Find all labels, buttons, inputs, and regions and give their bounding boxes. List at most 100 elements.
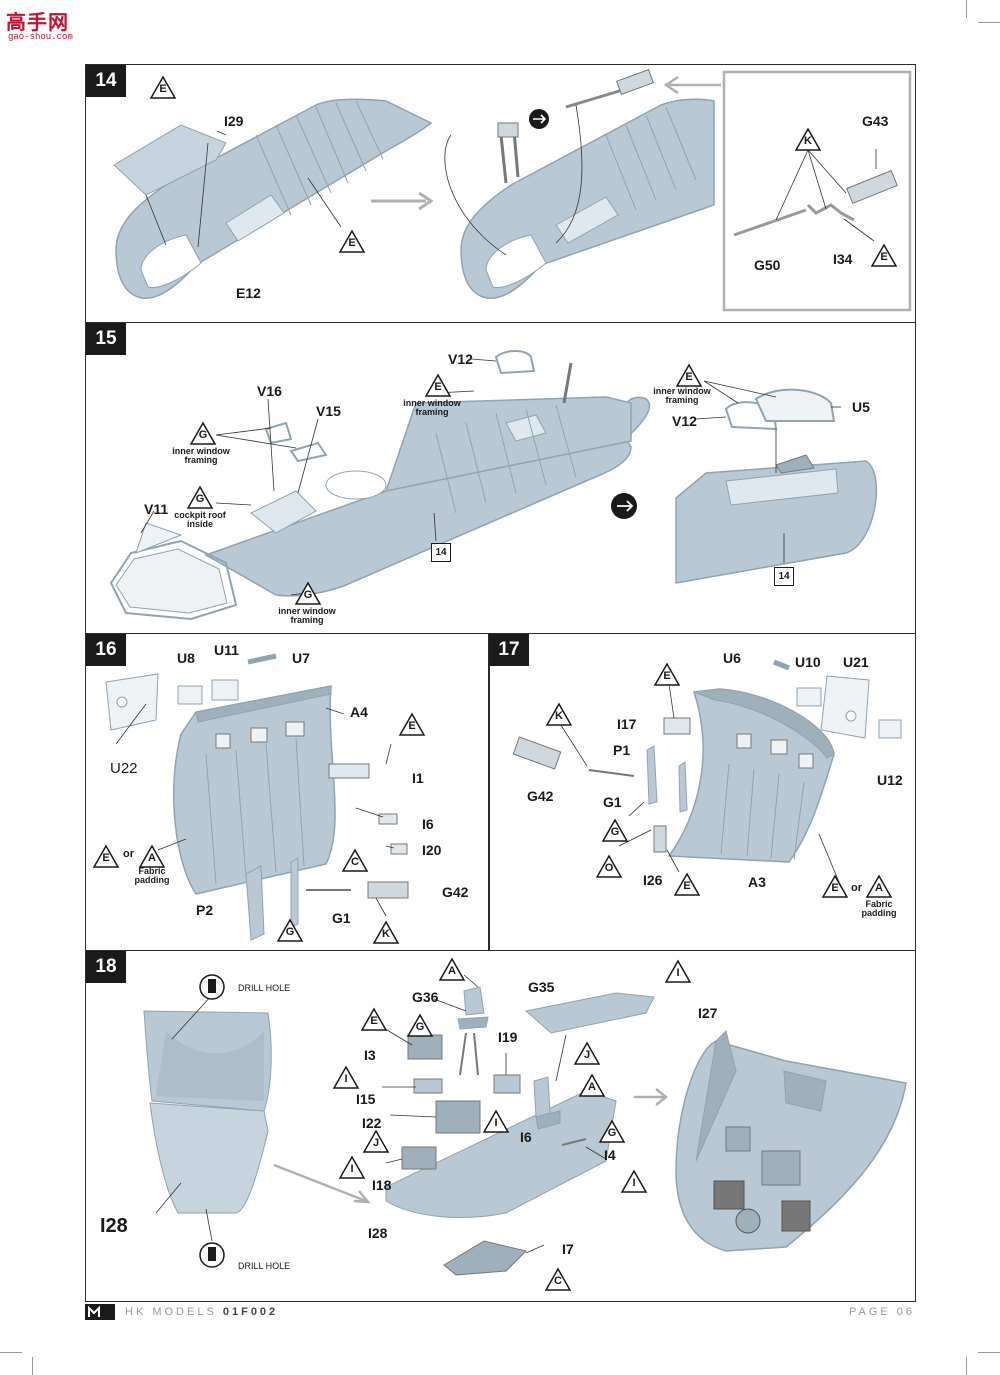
color-marker: E [675,363,703,388]
color-marker: C [341,848,369,873]
assembly-note: cockpit roof inside [174,510,226,529]
color-marker: O [595,854,623,879]
step-14-illustration [113,68,912,312]
step-16-panel: 16 U8 U11 U7 A4 U22 I1 I6 I20 G42 P2 G1 … [85,633,490,951]
color-marker: G [186,485,214,510]
color-marker: I [338,1155,366,1180]
part-label: I29 [224,113,244,129]
color-marker: E [360,1007,388,1032]
kit-code: 01F002 [222,1306,279,1318]
step-number: 14 [86,65,126,97]
assembly-note: Fabric padding [861,899,897,918]
color-marker: I [482,1109,510,1134]
hk-models-logo [85,1304,115,1320]
step-number: 15 [86,323,126,355]
part-label: G35 [528,979,555,995]
part-label: G42 [442,884,469,900]
color-marker: K [372,920,400,945]
color-marker: E [870,243,898,268]
part-label: I6 [520,1129,532,1145]
or-label: or [851,882,862,894]
part-label: A4 [350,704,368,720]
step-15-panel: 15 V12 V16 V15 V11 V12 U5 E [85,322,916,634]
color-marker: A [865,874,893,899]
drill-hole-label: DRILL HOLE [238,983,291,993]
brand-name: HK MODELS [125,1306,217,1318]
assembly-note: inner window framing [278,606,336,625]
part-label: I34 [833,251,853,267]
page-number: PAGE 06 [848,1306,915,1318]
color-marker: E [673,872,701,897]
part-label: U22 [110,760,138,777]
color-marker: A [438,957,466,982]
part-label: I15 [356,1091,376,1107]
part-label: U8 [177,650,195,666]
assembly-note: inner window framing [653,386,711,405]
part-label: I6 [422,816,434,832]
part-label: P2 [196,902,214,918]
watermark-logo-text: 高手网 [6,12,69,34]
crop-mark [32,1357,33,1375]
step-18-panel: 18 [85,950,916,1302]
assembly-note: inner window framing [172,446,230,465]
part-label: I28 [100,1215,128,1237]
part-label: I7 [562,1241,574,1257]
step-reference: 14 [431,543,451,562]
step-number: 16 [86,634,126,666]
color-marker: A [578,1073,606,1098]
color-marker: E [424,373,452,398]
part-label: V12 [672,413,697,429]
color-marker: C [544,1267,572,1292]
part-label: G1 [332,910,351,926]
color-marker: E [821,874,849,899]
color-marker: E [653,662,681,687]
watermark-url: gao-shou.com [8,32,73,42]
part-label: U6 [723,650,741,666]
part-label: I28 [368,1225,388,1241]
color-marker: G [276,918,304,943]
part-label: I1 [412,770,424,786]
color-marker: E [338,229,366,254]
crop-mark [966,0,967,18]
crop-mark [966,1357,967,1375]
step-17-illustration [512,659,902,883]
color-marker: E [398,712,426,737]
part-label: U12 [877,772,903,788]
part-label: V16 [257,383,282,399]
color-marker: J [573,1041,601,1066]
part-label: I27 [698,1005,718,1021]
assembly-note: inner window framing [403,398,461,417]
color-marker: K [794,127,822,152]
color-marker: G [598,1119,626,1144]
part-label: I3 [364,1047,376,1063]
part-label: V15 [316,403,341,419]
site-watermark: 高手网 gao-shou.com [6,6,76,42]
part-label: I18 [372,1177,392,1193]
part-label: I20 [422,842,442,858]
color-marker: G [406,1013,434,1038]
crop-mark [0,1352,22,1353]
assembly-note: Fabric padding [134,866,170,885]
part-label: G1 [603,794,622,810]
part-label: U21 [843,654,869,670]
crop-mark [978,1352,1000,1353]
step-17-panel: 17 U6 U10 U21 I17 P1 G42 G1 U12 I26 A3 E… [488,633,916,951]
part-label: A3 [748,874,766,890]
part-label: E12 [236,285,261,301]
step-18-illustration [143,974,907,1276]
color-marker: E [149,75,177,100]
step-14-panel: 14 [85,64,916,323]
part-label: P1 [613,742,631,758]
part-label: I4 [604,1147,616,1163]
crop-mark [978,22,1000,23]
step-reference: 14 [774,567,794,586]
part-label: U11 [214,642,239,658]
step-16-illustration [105,653,409,941]
part-label: V12 [448,351,473,367]
color-marker: G [189,421,217,446]
part-label: G43 [862,113,889,129]
part-label: U10 [795,654,821,670]
or-label: or [123,848,134,860]
color-marker: E [92,844,120,869]
color-marker: I [620,1169,648,1194]
